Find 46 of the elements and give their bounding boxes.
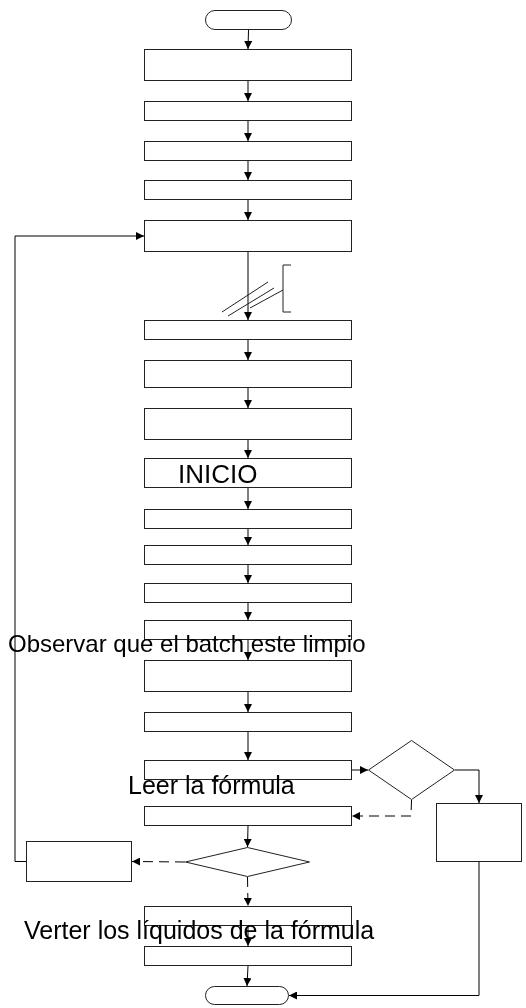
arrow [244,528,252,546]
arrow [244,387,252,409]
arrow [244,602,252,621]
process-box [144,320,352,340]
floating-text: Leer la fórmula [128,773,295,798]
arrow [244,29,253,50]
arrow [244,731,252,761]
arrow [14,232,145,862]
arrow [131,857,186,866]
process-box [144,545,352,565]
process-box [26,841,132,882]
process-box [144,509,352,529]
terminator-shape [205,10,292,30]
terminator-shape [205,986,289,1005]
arrow [244,564,252,584]
arrow [243,965,252,987]
arrow [244,439,252,459]
arrow [244,487,252,510]
arrow [244,339,252,361]
arrow [288,861,480,1000]
arrow [244,80,252,102]
arrow [244,251,252,321]
arrow [244,199,252,221]
process-box [144,408,352,440]
arrow [454,769,483,804]
process-box [144,660,352,692]
arrow [243,876,252,907]
arrow [351,799,412,820]
process-box [436,803,522,862]
arrow [351,766,369,774]
arrow [244,160,252,181]
process-box [144,712,352,732]
process-box [144,180,352,200]
process-box [144,458,352,488]
process-box [144,49,352,81]
floating-text: INICIO [178,461,258,487]
process-box [144,101,352,121]
process-box [144,360,352,388]
process-box [144,220,352,252]
process-box [144,583,352,603]
process-box [144,806,352,826]
process-box [144,946,352,966]
arrow [244,691,252,713]
arrow [243,825,252,848]
process-box [144,141,352,161]
arrow [244,120,252,142]
